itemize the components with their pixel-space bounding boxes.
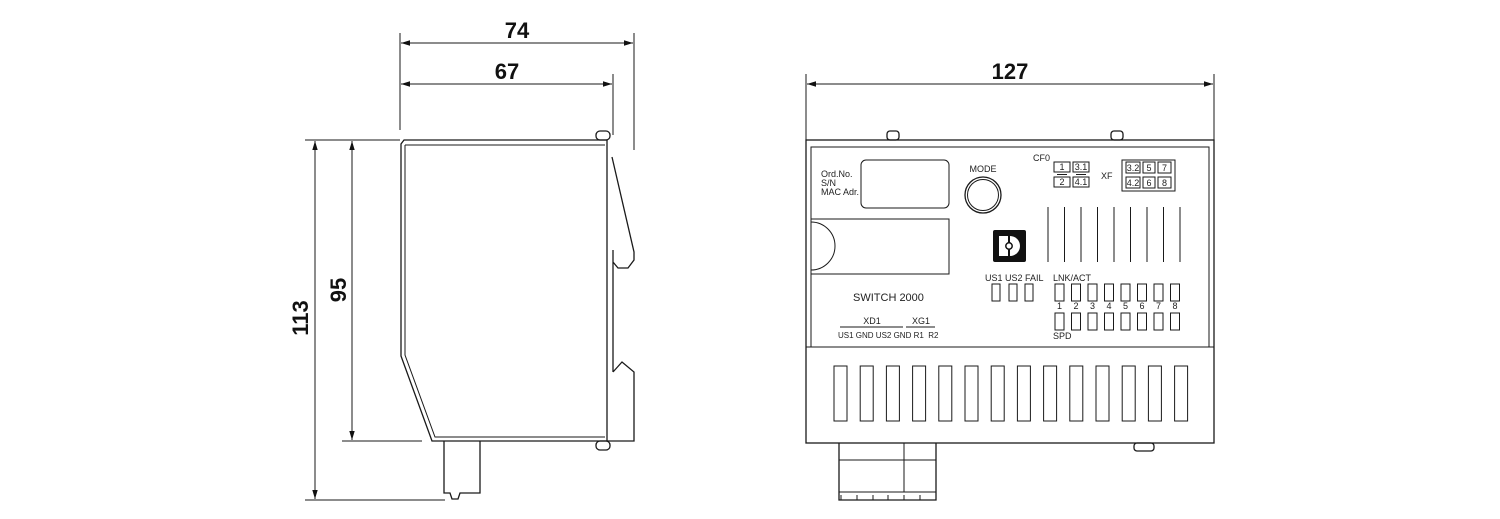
led-lnk-act-8 xyxy=(1170,283,1180,302)
vent-slot xyxy=(1043,365,1058,422)
xf-pin-label: 6 xyxy=(1146,178,1151,188)
led-spd-1 xyxy=(1054,312,1065,331)
brand-logo-icon xyxy=(993,230,1026,262)
vent-slot xyxy=(1147,365,1162,422)
status-led-labels: US1 US2 FAIL xyxy=(985,273,1044,283)
vent-slot xyxy=(990,365,1005,422)
label-strip-notch xyxy=(810,221,836,271)
bottom-clip xyxy=(1133,442,1155,452)
led-spd-5 xyxy=(1120,312,1131,331)
marking-field xyxy=(860,159,950,209)
vent-slot xyxy=(964,365,979,422)
spd-label: SPD xyxy=(1053,331,1072,341)
dimension-label-113: 113 xyxy=(288,300,313,336)
led-lnk-act-1 xyxy=(1054,283,1065,302)
side-connector xyxy=(443,441,481,500)
led-lnk-act-2 xyxy=(1071,283,1081,302)
top-clip xyxy=(886,130,900,141)
front-housing xyxy=(805,139,1215,444)
led-us2 xyxy=(1008,283,1018,302)
led-lnk-act-7 xyxy=(1153,283,1164,302)
dimension-label-74: 74 xyxy=(505,18,530,43)
port-number: 3 xyxy=(1090,301,1095,311)
xf-pin-label: 5 xyxy=(1146,163,1151,173)
dip-4-1 xyxy=(1072,176,1090,188)
label-strip xyxy=(810,218,950,275)
front-view: 127 Ord.No. S/N MAC Adr. MODE CF0 1 3.1 … xyxy=(805,59,1215,501)
led-spd-8 xyxy=(1170,312,1180,331)
dip-3-1 xyxy=(1072,161,1090,173)
dip-label: 2 xyxy=(1059,177,1064,187)
led-lnk-act-6 xyxy=(1137,283,1147,302)
model-name: SWITCH 2000 xyxy=(853,292,924,304)
port-separator-lines xyxy=(1047,207,1181,262)
port-number: 6 xyxy=(1139,301,1144,311)
led-lnk-act-5 xyxy=(1120,283,1131,302)
led-spd-2 xyxy=(1071,312,1081,331)
side-view: 74 67 113 95 xyxy=(288,18,635,501)
ventilation-slots xyxy=(833,365,1189,422)
dimension-label-127: 127 xyxy=(992,59,1029,84)
vent-slot xyxy=(912,365,927,422)
side-housing-inner xyxy=(404,144,605,438)
vent-slot xyxy=(1174,365,1189,422)
vent-slot xyxy=(1095,365,1110,422)
led-spd-7 xyxy=(1153,312,1164,331)
label-sn: S/N xyxy=(821,178,836,188)
led-us1 xyxy=(991,283,1001,302)
dip-1 xyxy=(1053,161,1071,173)
dimension-label-95: 95 xyxy=(326,278,351,302)
mode-button[interactable] xyxy=(964,176,1002,214)
led-lnk-act-3 xyxy=(1087,283,1098,302)
vent-slot xyxy=(859,365,874,422)
vent-slot xyxy=(1016,365,1031,422)
xf-pin-label: 8 xyxy=(1162,178,1167,188)
xg1-label: XG1 xyxy=(912,316,930,326)
din-rail-latch xyxy=(607,156,635,442)
mode-button-inner xyxy=(967,179,999,211)
front-connector xyxy=(838,443,937,501)
port-number: 8 xyxy=(1172,301,1177,311)
vent-slot xyxy=(885,365,900,422)
vent-slot xyxy=(938,365,953,422)
dip-label: 4.1 xyxy=(1075,177,1088,187)
dimension-label-67: 67 xyxy=(495,59,519,84)
xf-pin-label: 3.2 xyxy=(1127,163,1140,173)
led-spd-3 xyxy=(1087,312,1098,331)
port-leds: 1 2 3 4 5 6 7 8 xyxy=(1054,283,1180,331)
port-number: 7 xyxy=(1156,301,1161,311)
port-number: 2 xyxy=(1073,301,1078,311)
dip-label: 1 xyxy=(1059,162,1064,172)
side-housing xyxy=(400,139,608,442)
dip-label: 3.1 xyxy=(1075,162,1088,172)
mode-label: MODE xyxy=(970,164,997,174)
bottom-clip xyxy=(595,440,611,451)
port-number: 1 xyxy=(1057,301,1062,311)
cf0-label: CF0 xyxy=(1033,153,1050,163)
vent-slot xyxy=(1121,365,1136,422)
led-lnk-act-4 xyxy=(1104,283,1114,302)
top-clip xyxy=(1110,130,1124,141)
vent-slot xyxy=(1069,365,1084,422)
led-fail xyxy=(1024,283,1034,302)
dip-2 xyxy=(1053,176,1071,188)
port-number: 5 xyxy=(1123,301,1128,311)
terminal-labels: US1 GND US2 GND R1 R2 xyxy=(838,331,939,340)
lnk-act-label: LNK/ACT xyxy=(1053,273,1092,283)
vent-slot xyxy=(833,365,848,422)
xf-label: XF xyxy=(1101,171,1113,181)
xf-pins: 3.2 5 7 4.2 6 8 xyxy=(1125,161,1172,189)
xf-pin-label: 7 xyxy=(1162,163,1167,173)
xf-pin-label: 4.2 xyxy=(1127,178,1140,188)
led-spd-6 xyxy=(1137,312,1147,331)
label-ord-no: Ord.No. xyxy=(821,169,853,179)
led-spd-4 xyxy=(1104,312,1114,331)
xd1-label: XD1 xyxy=(863,316,881,326)
port-number: 4 xyxy=(1106,301,1111,311)
xf-connector xyxy=(1121,159,1176,192)
label-mac: MAC Adr. xyxy=(821,187,859,197)
top-clip xyxy=(595,130,611,141)
